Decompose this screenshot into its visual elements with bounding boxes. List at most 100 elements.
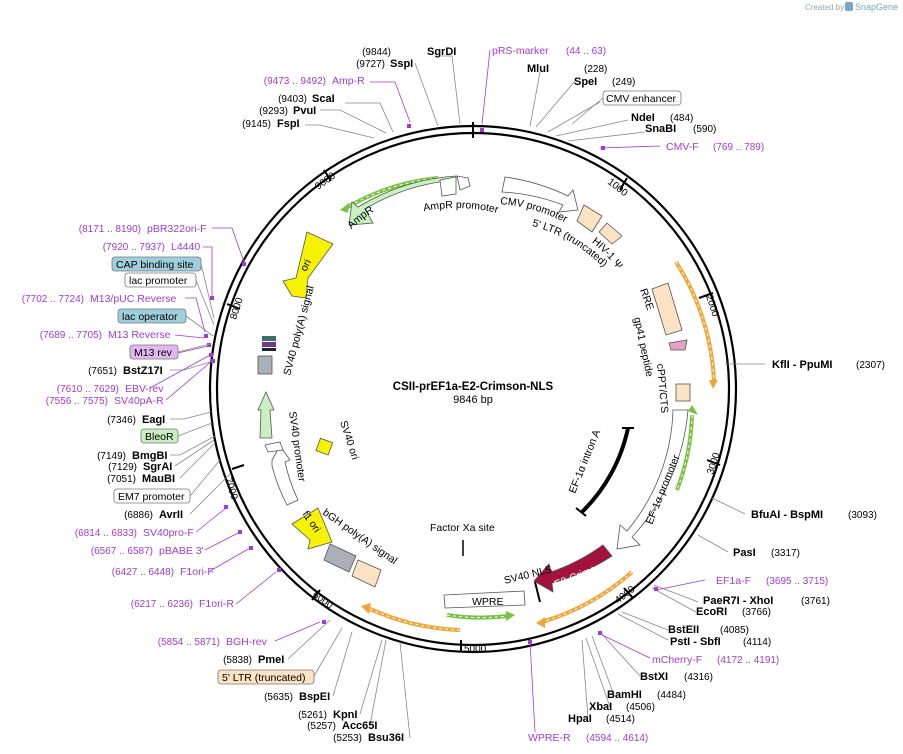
enzyme-xbai[interactable]: XbaI <box>589 701 612 713</box>
primer-sv40pa-r[interactable]: SV40pA-R <box>114 395 164 407</box>
enzyme-paer7i-xhoi[interactable]: PaeR7I - XhoI <box>703 595 773 607</box>
enzyme-bsu36i[interactable]: Bsu36I <box>368 732 404 744</box>
enzyme-pos-acc65i: (5257) <box>307 721 336 732</box>
orange-arc-upper <box>674 260 716 383</box>
sv40-ori-box <box>315 437 334 456</box>
enzyme-sspi[interactable]: SspI <box>390 58 413 70</box>
primer-cmv-f[interactable]: CMV-F <box>666 141 699 153</box>
enzyme-pos-xbai: (4506) <box>626 702 655 713</box>
enzyme-pos-avrii: (6886) <box>124 510 153 521</box>
enzyme-pos-sgrdi: (9844) <box>362 47 391 58</box>
ltr-truncated-leader <box>313 627 343 677</box>
cppt-box <box>675 383 691 402</box>
wpre-label: WPRE <box>472 596 504 608</box>
enzyme-pos-maubi: (7051) <box>107 474 136 485</box>
enzyme-pos-bspei: (5635) <box>264 692 293 703</box>
enzyme-bsteii[interactable]: BstEII <box>668 624 699 636</box>
enzyme-sgrai[interactable]: SgrAI <box>143 461 172 473</box>
tick-7000: 7000 <box>222 477 239 502</box>
enzyme-acc65i[interactable]: Acc65I <box>342 720 377 732</box>
enzyme-pos-kfli: (2307) <box>856 360 885 371</box>
enzyme-ndei[interactable]: NdeI <box>631 112 655 124</box>
enzyme-bmgbi[interactable]: BmgBI <box>132 450 167 462</box>
enzyme-sgrdi[interactable]: SgrDI <box>427 46 456 58</box>
enzyme-psti-sbfi[interactable]: PstI - SbfI <box>670 636 721 648</box>
enzyme-pos-pvui: (9293) <box>259 106 288 117</box>
primer-m13puc-reverse[interactable]: M13/pUC Reverse <box>90 293 177 305</box>
enzyme-bstz17i[interactable]: BstZ17I <box>123 365 163 377</box>
enzyme-spei[interactable]: SpeI <box>574 76 597 88</box>
enzyme-avrii[interactable]: AvrII <box>159 509 183 521</box>
cap-binding-mark <box>262 348 276 351</box>
enzyme-pos-mlui: (228) <box>584 64 607 75</box>
sv40-promoter-arrow <box>271 445 299 506</box>
enzyme-scai[interactable]: ScaI <box>312 93 335 105</box>
e2-crimson-arrow <box>533 544 613 593</box>
enzyme-pos-ecori: (3766) <box>742 607 771 618</box>
enzyme-snabi[interactable]: SnaBI <box>645 123 676 135</box>
enzyme-pos-bsu36i: (5253) <box>333 733 362 744</box>
primer-amp-r[interactable]: Amp-R <box>332 75 365 87</box>
primer-f1ori-r[interactable]: F1ori-R <box>199 598 234 610</box>
primer-m13-reverse[interactable]: M13 Reverse <box>108 329 171 341</box>
sv40-polya-label: SV40 poly(A) signal <box>281 285 316 377</box>
primer-l4440[interactable]: L4440 <box>171 241 200 253</box>
lac-operator-mark <box>262 336 276 341</box>
enzyme-pos-bstxi: (4316) <box>684 672 713 683</box>
primer-prs-marker[interactable]: pRS-marker <box>492 45 549 57</box>
primer-pos-mcherry-f: (4172 .. 4191) <box>717 655 779 666</box>
enzyme-pasi[interactable]: PasI <box>733 547 756 559</box>
primer-bgh-rev[interactable]: BGH-rev <box>226 636 268 648</box>
enzyme-hpai[interactable]: HpaI <box>568 713 592 725</box>
primer-pos-f1ori-f: (6427 .. 6448) <box>112 567 174 578</box>
tick-marks <box>226 122 721 652</box>
enzyme-pos-spei: (249) <box>612 77 635 88</box>
primer-pos-bgh-rev: (5854 .. 5871) <box>158 637 220 648</box>
ltr-5-box <box>576 204 603 233</box>
tick-8000: 8000 <box>228 296 245 321</box>
enzyme-pos-bamhi: (4484) <box>657 690 686 701</box>
enzyme-eagi[interactable]: EagI <box>142 414 165 426</box>
ampr-arrow-dotted-end <box>439 176 457 197</box>
orange-arc-bottom-head <box>361 603 371 614</box>
enzyme-bfuai-bspmi[interactable]: BfuAI - BspMI <box>751 509 823 521</box>
enzyme-bspei[interactable]: BspEI <box>299 691 330 703</box>
ltr-truncated-label: 5' LTR (truncated) <box>222 672 306 684</box>
bgh-polya-box <box>351 559 382 588</box>
enzyme-ecori[interactable]: EcoRI <box>696 606 727 618</box>
enzyme-pos-kpni: (5261) <box>298 710 327 721</box>
enzyme-pos-bfuai: (3093) <box>848 510 877 521</box>
primer-pbabe3[interactable]: pBABE 3' <box>159 545 204 557</box>
enzyme-fspi[interactable]: FspI <box>277 118 300 130</box>
primer-ef1a-f[interactable]: EF1a-F <box>716 575 751 587</box>
orange-arc-upper-dash <box>675 261 715 383</box>
primer-mcherry-f[interactable]: mCherry-F <box>652 654 702 666</box>
primer-sv40pro-f[interactable]: SV40pro-F <box>143 527 194 539</box>
enzyme-bamhi[interactable]: BamHI <box>607 689 642 701</box>
enzyme-mlui[interactable]: MluI <box>527 63 549 75</box>
tick-3000: 3000 <box>705 451 722 476</box>
enzyme-maubi[interactable]: MauBI <box>142 473 175 485</box>
enzyme-pos-pasi: (3317) <box>771 548 800 559</box>
enzyme-bstxi[interactable]: BstXI <box>640 671 668 683</box>
gp41-label: gp41 peptide <box>631 316 655 378</box>
enzyme-pos-sgrai: (7129) <box>108 462 137 473</box>
enzyme-pvui[interactable]: PvuI <box>293 105 316 117</box>
ori-label: ori <box>298 258 314 274</box>
primer-wpre-r[interactable]: WPRE-R <box>528 732 571 744</box>
primer-f1ori-f[interactable]: F1ori-F <box>180 566 214 578</box>
primer-pos-amp-r: (9473 .. 9492) <box>264 76 326 87</box>
ltr-truncated-box[interactable] <box>217 669 315 685</box>
primer-pbr322ori-f[interactable]: pBR322ori-F <box>147 223 207 235</box>
primer-ebv-rev[interactable]: EBV-rev <box>125 383 164 395</box>
cap-binding-site-label: CAP binding site <box>116 259 194 271</box>
primer-leader-lines <box>149 49 706 733</box>
enzyme-pmei[interactable]: PmeI <box>258 654 284 666</box>
primer-pos-f1ori-r: (6217 .. 6236) <box>131 599 193 610</box>
enzyme-pos-pmei: (5838) <box>223 655 252 666</box>
tick-5000: 5000 <box>464 644 487 655</box>
ef1a-promoter-arrow <box>616 409 689 550</box>
enzyme-pos-bsteii: (4085) <box>720 625 749 636</box>
enzyme-kpni[interactable]: KpnI <box>333 709 357 721</box>
enzyme-kfli-ppumi[interactable]: KflI - PpuMI <box>772 359 833 371</box>
